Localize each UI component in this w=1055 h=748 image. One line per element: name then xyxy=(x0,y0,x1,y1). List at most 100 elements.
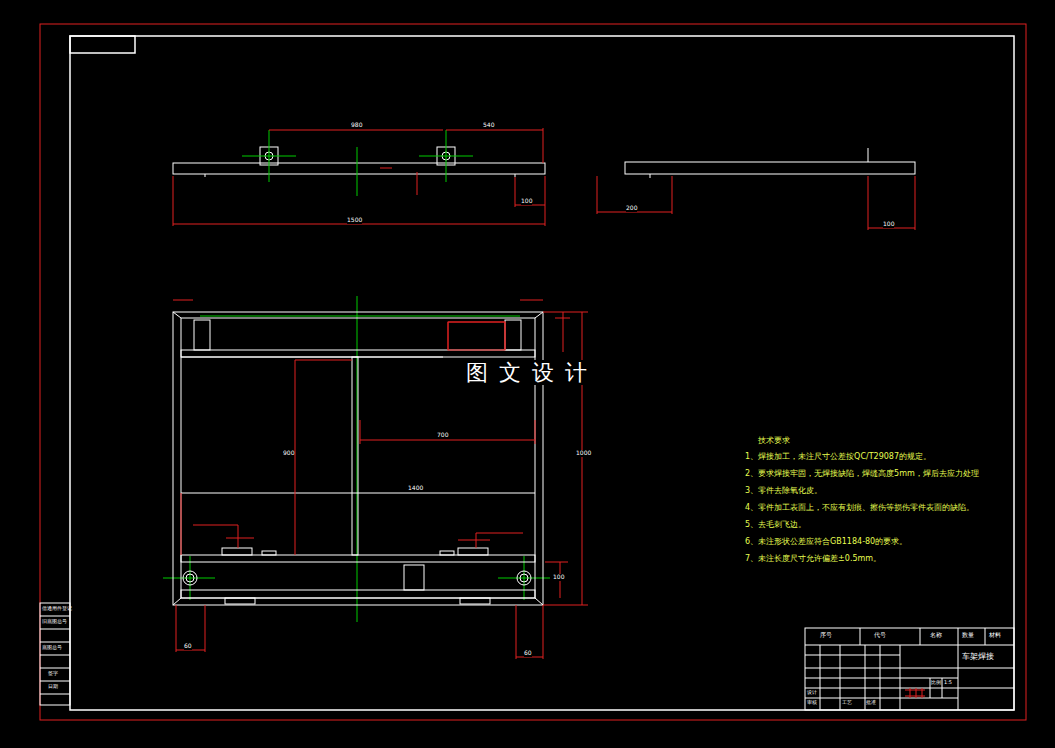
plan-view-frame xyxy=(181,357,443,358)
dimension-lines xyxy=(176,605,177,652)
dimension-lines xyxy=(360,440,535,441)
margin-cell: 旧底图总号 xyxy=(42,619,67,625)
plan-view-frame xyxy=(222,548,252,555)
dimension-lines xyxy=(543,605,544,659)
dimension: 540 xyxy=(483,122,494,129)
drawing-frame xyxy=(70,36,1014,710)
margin-table xyxy=(40,642,70,643)
title-block xyxy=(860,628,861,645)
dimension-lines xyxy=(173,300,193,301)
title-block-hatch xyxy=(910,688,911,698)
table-cell: 比例 xyxy=(931,680,941,686)
dimension-lines xyxy=(516,605,517,659)
plan-view-frame xyxy=(181,555,535,562)
dimension-lines xyxy=(269,130,443,131)
margin-table xyxy=(40,629,70,630)
title-block xyxy=(920,628,921,645)
side-view-profile xyxy=(650,174,651,178)
centre-lines xyxy=(446,130,447,182)
dimension-lines xyxy=(868,176,869,230)
table-header: 名称 xyxy=(930,632,942,639)
side-view-profile xyxy=(868,148,869,162)
note-line: 3、零件去除氧化皮。 xyxy=(745,486,822,495)
title-block xyxy=(900,678,958,679)
dimension-lines xyxy=(543,605,588,606)
dimension: 1000 xyxy=(576,450,591,457)
dimension-lines xyxy=(458,540,490,541)
dimension-lines xyxy=(543,312,588,313)
dimension-lines xyxy=(295,360,296,555)
dimension: 1500 xyxy=(347,217,362,224)
margin-table xyxy=(40,694,70,695)
dimension: 900 xyxy=(283,450,294,457)
margin-table xyxy=(40,681,70,682)
plan-view-frame xyxy=(173,312,181,318)
plan-view-frame xyxy=(460,598,490,604)
drawing-frame xyxy=(70,36,135,53)
dimension-lines xyxy=(173,176,174,226)
title-block xyxy=(985,628,986,645)
plan-view-frame xyxy=(181,493,535,494)
dimension: 1400 xyxy=(408,485,423,492)
plan-view-frame xyxy=(505,320,521,350)
note-line: 1、焊接加工，未注尺寸公差按QC/T29087的规定。 xyxy=(745,452,931,461)
dimension-lines xyxy=(205,605,206,652)
centre-lines xyxy=(524,556,525,600)
centre-lines xyxy=(163,578,215,579)
dimension-lines xyxy=(193,525,238,526)
dimension: 980 xyxy=(351,122,362,129)
dimension-lines xyxy=(295,360,352,361)
dimension-lines xyxy=(545,176,546,226)
plan-view-frame xyxy=(173,312,543,605)
table-header: 数量 xyxy=(962,632,974,639)
dimension: 100 xyxy=(521,198,532,205)
margin-table xyxy=(40,616,70,617)
title-block xyxy=(805,628,1014,710)
plan-view-frame xyxy=(535,598,543,605)
table-cell: 设计 xyxy=(807,690,817,696)
margin-table xyxy=(40,655,70,656)
dimension-lines xyxy=(448,322,505,350)
side-view-profile xyxy=(625,148,915,178)
drawing-title: 车架焊接 xyxy=(962,652,994,661)
plan-view-frame xyxy=(517,571,531,585)
dimension-lines xyxy=(535,420,536,444)
dimension-lines xyxy=(563,312,564,352)
title-block xyxy=(900,698,958,699)
plan-view-frame xyxy=(262,551,276,555)
title-block-hatch xyxy=(905,688,925,698)
side-view-profile xyxy=(625,162,915,174)
dimension-lines xyxy=(597,176,598,214)
dimension-lines xyxy=(476,533,523,534)
title-block xyxy=(805,678,900,679)
table-header: 材料 xyxy=(989,632,1001,639)
top-view-profile xyxy=(515,174,516,177)
plan-view-frame xyxy=(186,574,194,582)
top-view-profile xyxy=(173,163,545,174)
dimension-lines xyxy=(417,172,418,195)
margin-cell: 借通用件登记 xyxy=(42,606,72,612)
dimension: 60 xyxy=(184,643,192,650)
plan-view-frame xyxy=(404,565,424,590)
table-header: 代号 xyxy=(874,632,886,639)
title-block xyxy=(942,678,943,698)
margin-cell: 签字 xyxy=(48,671,58,677)
table-header: 序号 xyxy=(820,632,832,639)
margin-table xyxy=(40,668,70,669)
plan-view-frame xyxy=(458,548,488,555)
title-block xyxy=(805,698,900,699)
note-line: 5、去毛刺飞边。 xyxy=(745,520,806,529)
dimension: 700 xyxy=(437,432,448,439)
title-block xyxy=(805,628,1014,710)
plan-view-frame xyxy=(352,357,358,555)
top-view-profile xyxy=(173,147,545,177)
dimension: 200 xyxy=(626,205,637,212)
centre-lines xyxy=(190,556,191,600)
title-block xyxy=(805,668,1014,669)
plan-view-frame xyxy=(535,312,543,318)
dimension-lines xyxy=(226,538,254,539)
top-view-profile xyxy=(205,174,206,177)
note-line: 6、未注形状公差应符合GB1184-80的要求。 xyxy=(745,537,907,546)
drawing-frame xyxy=(70,36,1014,710)
margin-table xyxy=(40,603,70,705)
